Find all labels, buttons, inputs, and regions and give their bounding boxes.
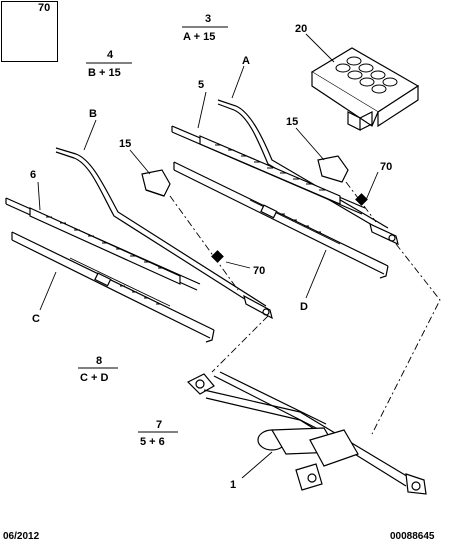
label-b: B xyxy=(89,108,97,120)
label-5: 5 xyxy=(198,79,204,91)
label-70-right: 70 xyxy=(380,161,392,173)
marker-70-right xyxy=(355,193,368,206)
footer-date: 06/2012 xyxy=(3,531,40,542)
footer-ref: 00088645 xyxy=(390,531,435,542)
wiper-module xyxy=(310,47,420,131)
label-20: 20 xyxy=(295,23,307,35)
nut-cap-15-right xyxy=(317,155,349,183)
label-6: 6 xyxy=(30,169,36,181)
callout-7: 7 5 + 6 xyxy=(138,419,178,448)
label-1: 1 xyxy=(230,479,236,491)
inset-part-number: 70 xyxy=(38,2,51,14)
callout-3: 3 A + 15 xyxy=(182,13,228,43)
nut-cap-15-left xyxy=(141,169,171,197)
wiper-blade-5 xyxy=(171,125,366,215)
callout-8: 8 C + D xyxy=(78,355,118,384)
label-a: A xyxy=(242,55,250,67)
svg-text:C + D: C + D xyxy=(80,372,108,384)
label-d: D xyxy=(300,301,308,313)
svg-text:3: 3 xyxy=(205,13,211,25)
nut-inset-box xyxy=(1,1,58,62)
svg-text:7: 7 xyxy=(156,419,162,431)
label-15-right: 15 xyxy=(286,116,298,128)
label-70-left: 70 xyxy=(253,265,265,277)
svg-text:8: 8 xyxy=(96,355,102,367)
svg-text:5 + 6: 5 + 6 xyxy=(140,436,165,448)
wiper-motor-linkage xyxy=(186,371,427,495)
wiper-arm-a xyxy=(217,99,399,246)
wiper-blade-6 xyxy=(5,197,201,291)
marker-70-left xyxy=(211,250,224,263)
wiper-blade-c xyxy=(11,231,215,343)
svg-text:A + 15: A + 15 xyxy=(183,31,215,43)
wiper-blade-d xyxy=(173,161,389,279)
wiper-arm-b xyxy=(55,147,273,320)
label-c: C xyxy=(32,313,40,325)
callout-4: 4 B + 15 xyxy=(86,49,132,79)
svg-text:4: 4 xyxy=(107,49,114,61)
label-15-left: 15 xyxy=(119,138,131,150)
svg-text:B + 15: B + 15 xyxy=(88,67,121,79)
